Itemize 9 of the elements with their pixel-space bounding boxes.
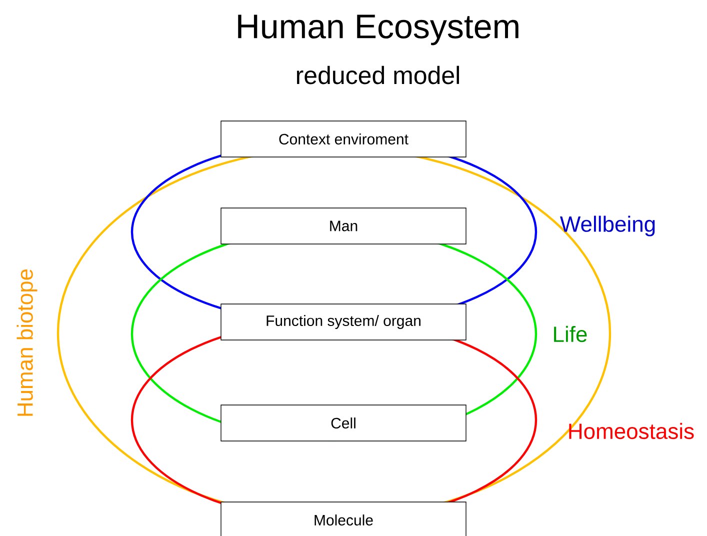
- subtitle: reduced model: [296, 66, 459, 84]
- box: Context enviroment: [220, 120, 466, 158]
- node-label: Homeostasis: [569, 422, 694, 440]
- node-label: Human biotope: [16, 269, 38, 416]
- node-label: Life: [554, 326, 587, 342]
- box: Molecule: [220, 502, 466, 536]
- title: Human Ecosystem: [238, 14, 518, 46]
- node-label: Wellbeing: [560, 216, 655, 236]
- box: Cell: [220, 404, 466, 442]
